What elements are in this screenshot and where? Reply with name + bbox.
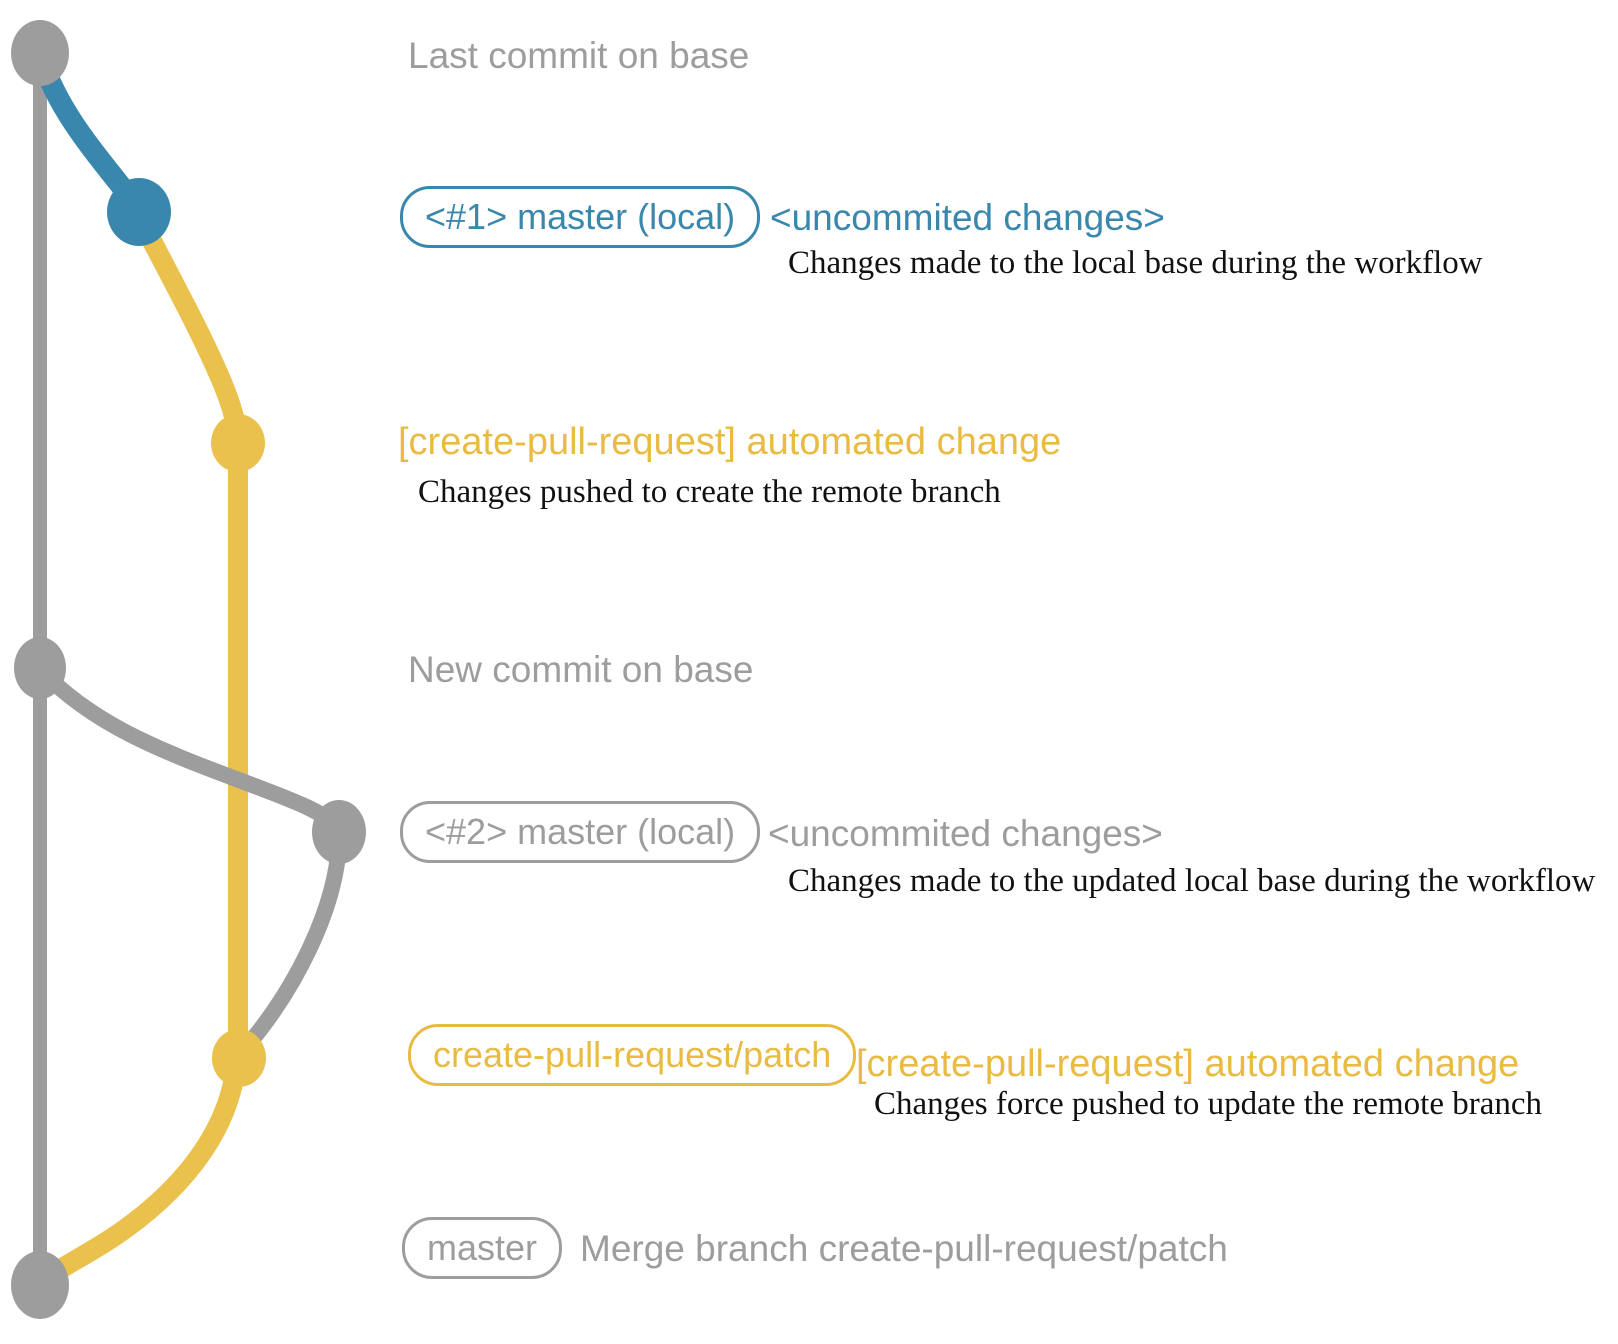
remote-branch-merge-curve [31,1056,246,1293]
commit-dot-local-2 [312,800,366,864]
note-uncommited-changes-1: <uncommited changes> [770,197,1165,238]
title-automated-change-1: [create-pull-request] automated change [398,421,1062,463]
branch-pill-master: master [402,1217,563,1279]
branch-pill-create-pull-request-patch: create-pull-request/patch [408,1024,857,1086]
description-local-changes-1: Changes made to the local base during th… [788,245,1483,281]
description-force-push-remote-2: Changes force pushed to update the remot… [874,1086,1543,1122]
note-uncommited-changes-2: <uncommited changes> [768,813,1163,854]
description-local-changes-2: Changes made to the updated local base d… [788,863,1596,899]
note-merge-branch: Merge branch create-pull-request/patch [580,1228,1228,1269]
label-last-commit-on-base: Last commit on base [408,35,750,76]
commit-dot-local-1 [107,178,171,246]
branch-pill-master-local-2: <#2> master (local) [400,801,761,863]
description-push-remote-1: Changes pushed to create the remote bran… [418,474,1001,510]
remote-branch-upper-curve [129,206,248,455]
note-automated-change-2: [create-pull-request] automated change [856,1043,1520,1085]
branch-pill-master-local-1: <#1> master (local) [400,186,761,248]
local-branch-2-in-curve [239,835,347,1054]
label-new-commit-on-base: New commit on base [408,649,754,690]
commit-dot-merge [11,1251,69,1319]
commit-dot-last-base [11,20,69,86]
commit-dot-new-base [14,637,66,699]
commit-dot-remote-2 [212,1029,266,1087]
local-branch-2-out-curve [33,662,347,838]
commit-dot-remote-1 [211,414,265,472]
